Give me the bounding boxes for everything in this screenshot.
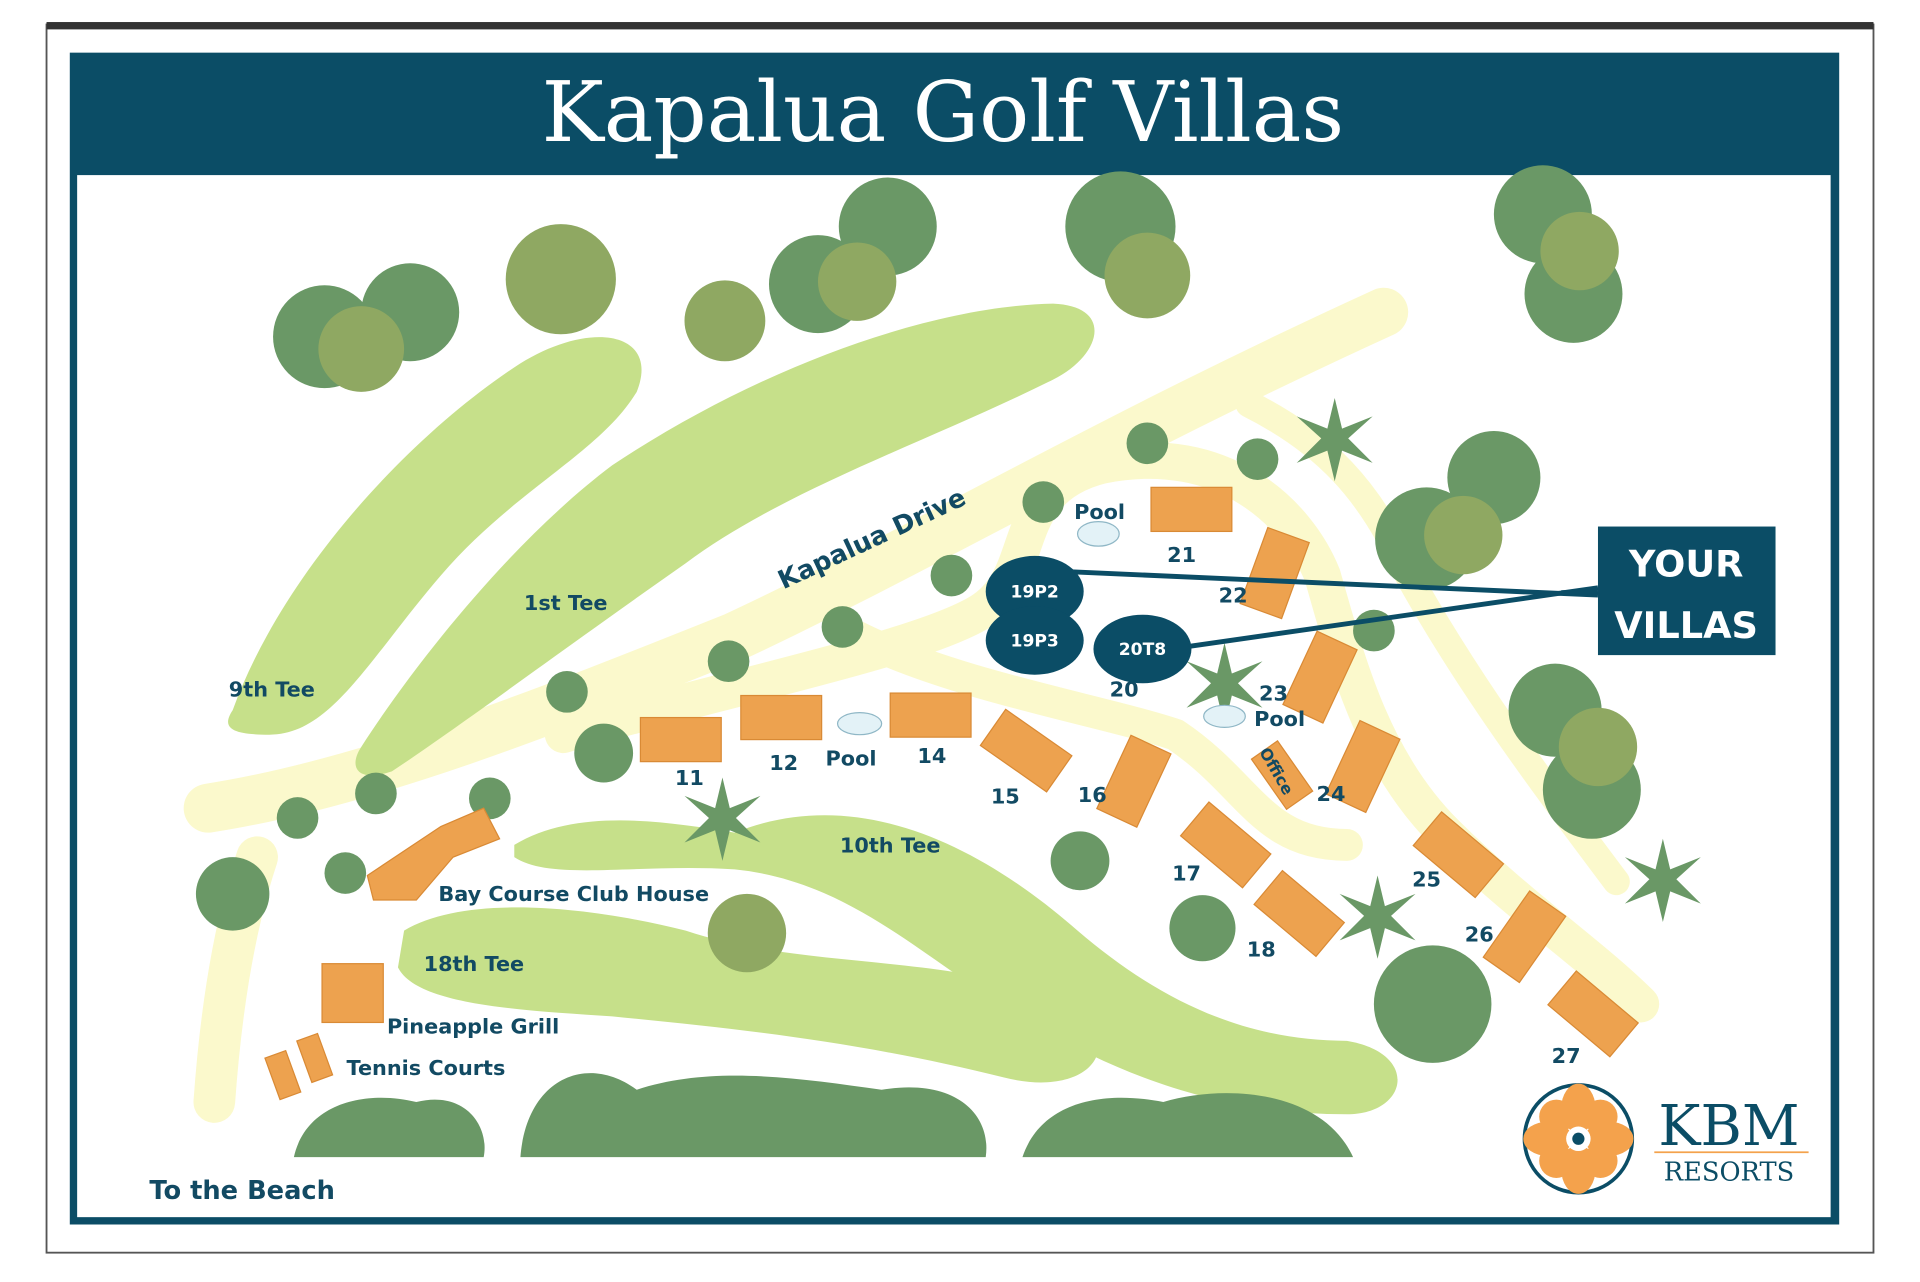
building-number: 22 <box>1219 583 1248 607</box>
flower-icon <box>1523 1083 1634 1194</box>
place-label: Bay Course Club House <box>438 882 709 906</box>
pool-label: Pool <box>1074 500 1125 524</box>
building-number: 23 <box>1259 681 1288 705</box>
logo-name: KBM <box>1658 1094 1799 1159</box>
building-number: 21 <box>1167 543 1196 567</box>
map-title: Kapalua Golf Villas <box>542 64 1345 161</box>
pool-label: Pool <box>1254 707 1305 731</box>
building-number: 12 <box>769 751 798 775</box>
your-villas-line2: VILLAS <box>1614 604 1758 647</box>
villa-unit-label: 19P3 <box>1011 632 1059 652</box>
tee-label: 18th Tee <box>424 952 525 976</box>
building-number: 16 <box>1078 783 1107 807</box>
villa-unit-label: 19P2 <box>1011 583 1059 603</box>
building-number: 26 <box>1465 923 1494 947</box>
logo-sub: RESORTS <box>1664 1157 1794 1187</box>
villa-badge-19p2[interactable]: 19P2 <box>985 555 1084 627</box>
beach-label: To the Beach <box>149 1176 335 1206</box>
pool-label: Pool <box>826 746 877 770</box>
building-number: 14 <box>917 744 946 768</box>
place-label: Pineapple Grill <box>387 1014 559 1038</box>
building-number: 24 <box>1317 782 1346 806</box>
tee-label: 10th Tee <box>840 833 941 857</box>
pools <box>836 521 1246 736</box>
kbm-logo: KBM RESORTS <box>1522 1083 1809 1195</box>
building-number: 27 <box>1552 1044 1581 1068</box>
villa-badge-19p3[interactable]: 19P3 <box>985 606 1084 675</box>
building-number: 11 <box>675 766 704 790</box>
building-number: 25 <box>1412 868 1441 892</box>
building-number: 17 <box>1172 861 1201 885</box>
building-numbers: 11 12 14 15 16 17 18 20 21 22 23 24 25 2… <box>675 543 1581 1068</box>
buildings <box>264 486 1640 1101</box>
trees <box>195 165 1701 1158</box>
building-number: 18 <box>1247 937 1276 961</box>
tee-label: 1st Tee <box>524 591 608 615</box>
your-villas-line1: YOUR <box>1628 543 1744 586</box>
villa-badge-20t8[interactable]: 20T8 <box>1093 614 1192 684</box>
villa-unit-label: 20T8 <box>1119 640 1166 660</box>
fairways <box>228 303 1398 1115</box>
your-villas-callout: 19P2 19P3 20T8 YOUR VILLAS <box>985 526 1776 684</box>
building-number: 15 <box>991 784 1020 808</box>
place-label: Tennis Courts <box>347 1056 506 1080</box>
tee-label: 9th Tee <box>229 678 315 702</box>
